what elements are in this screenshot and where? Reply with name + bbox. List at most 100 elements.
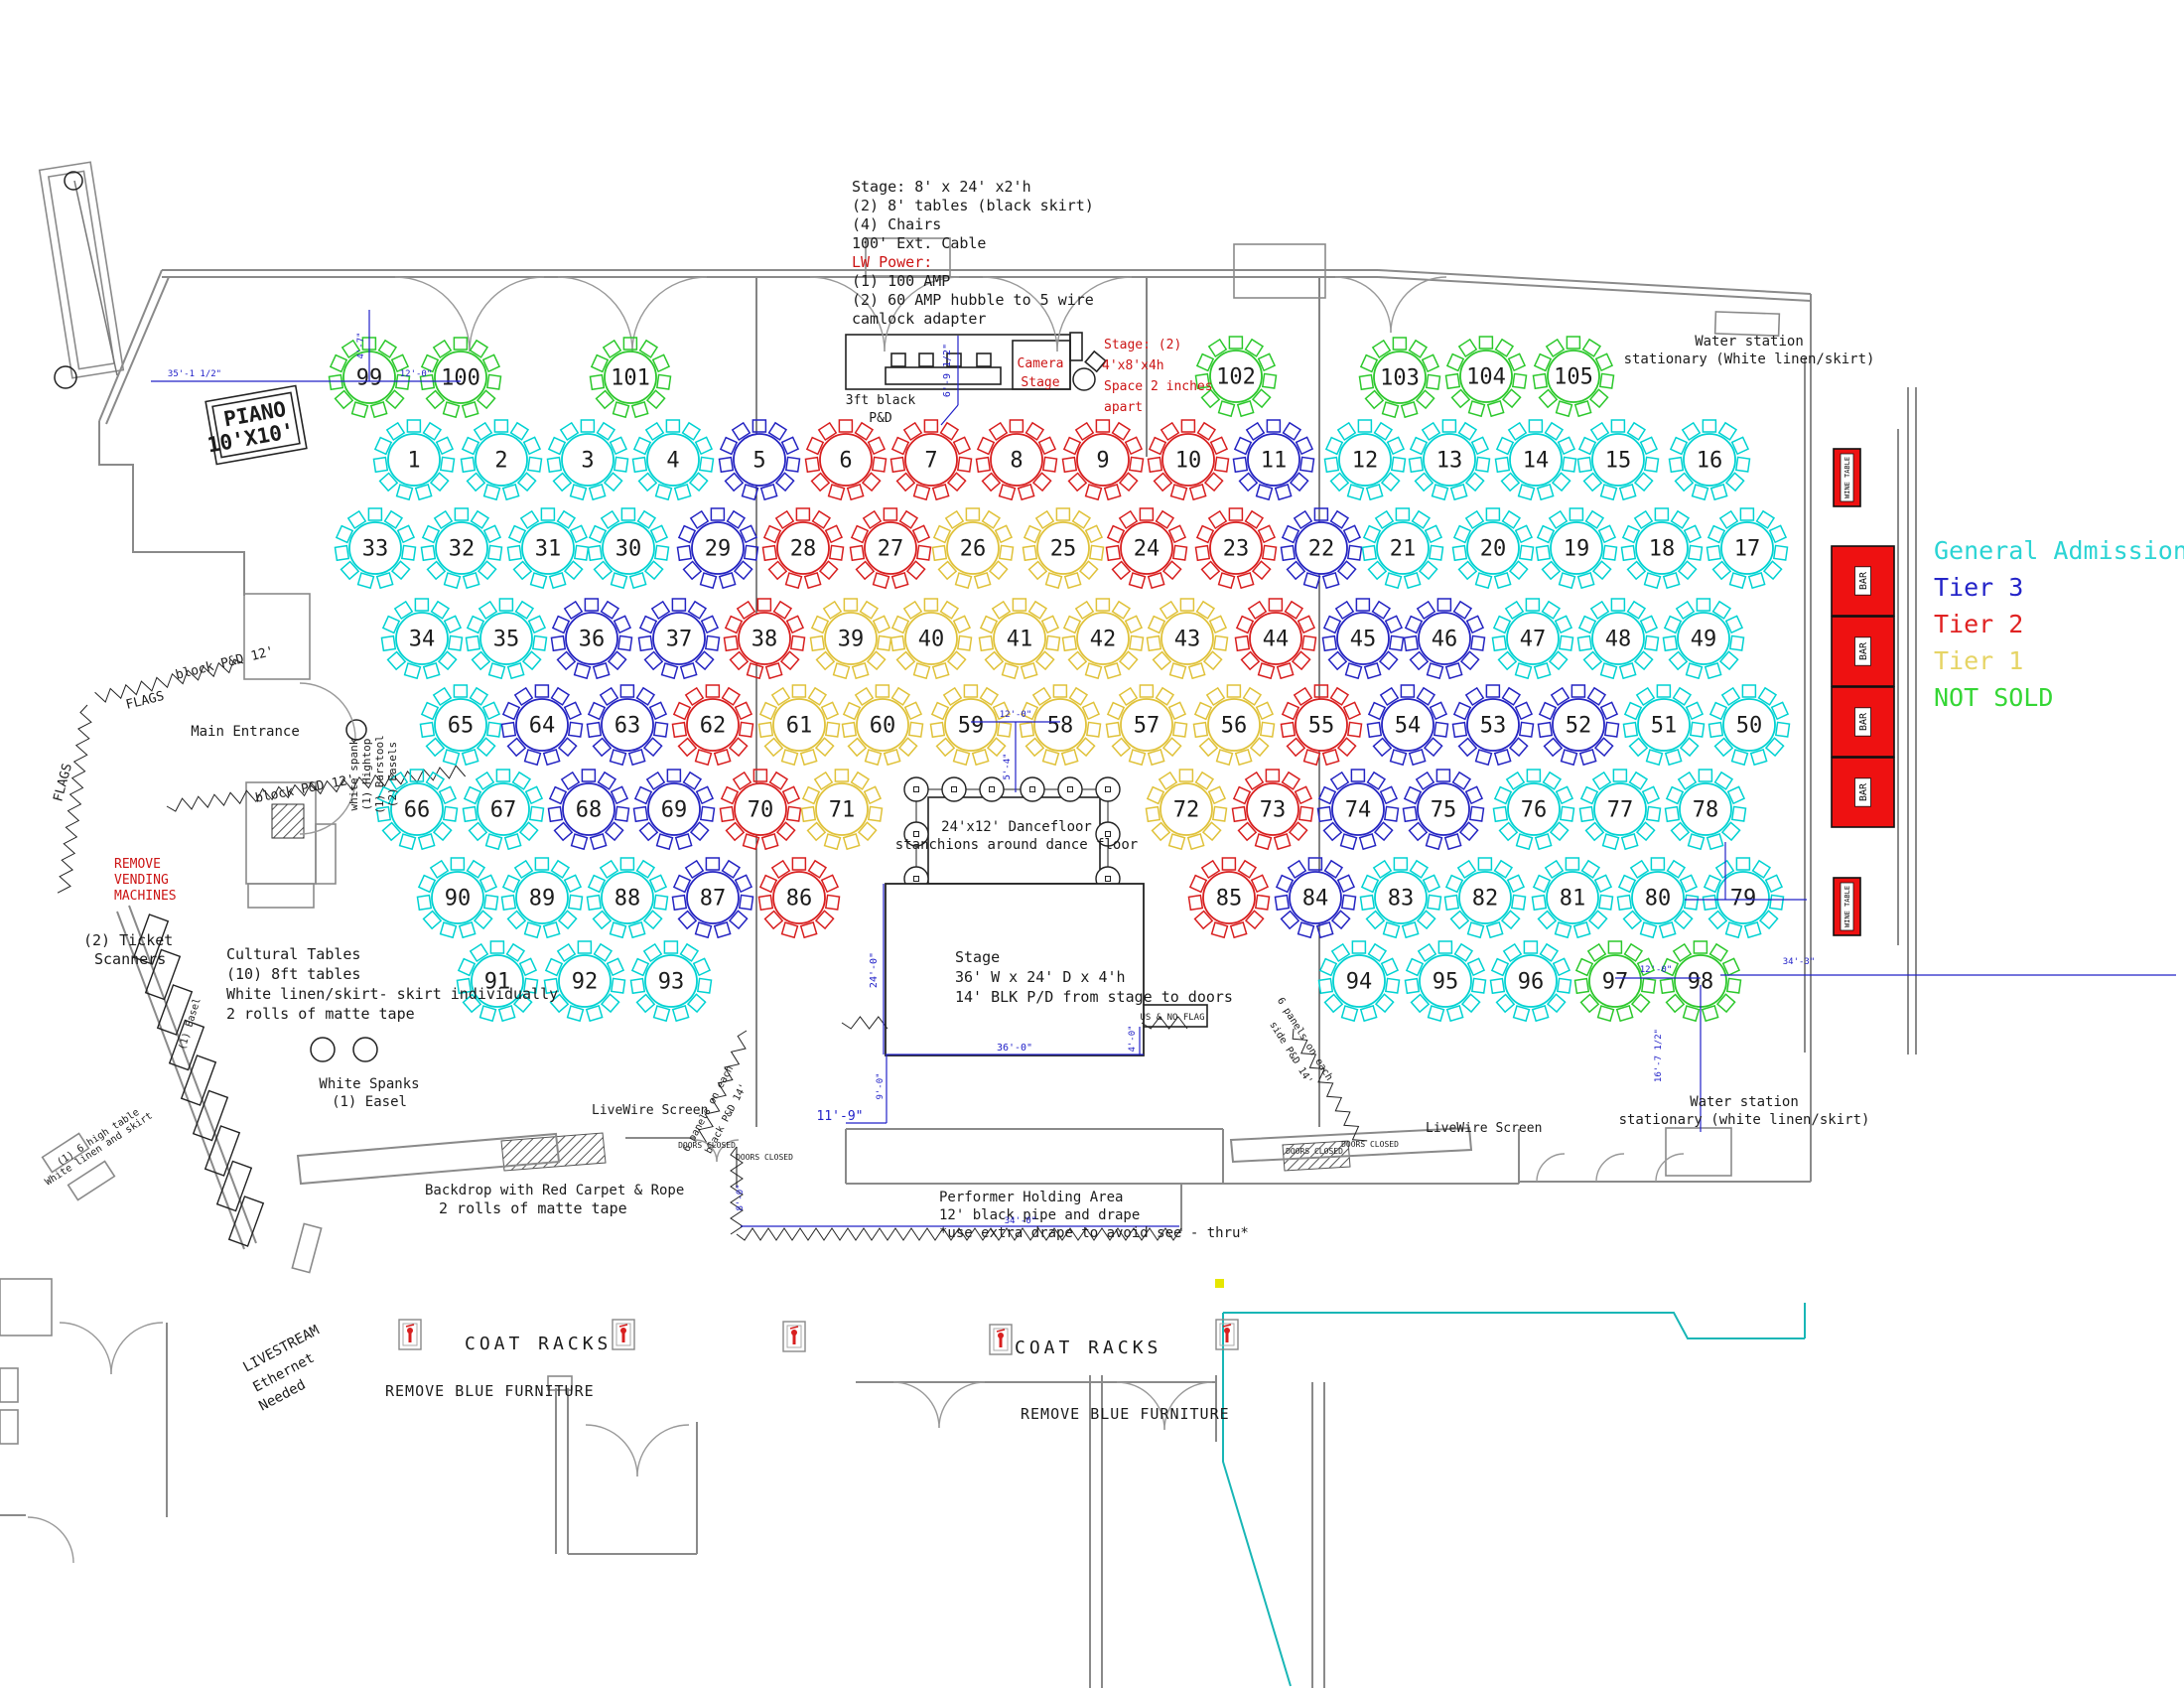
chair (1574, 957, 1594, 977)
label: Water station (1695, 334, 1804, 350)
chair (1485, 684, 1501, 698)
chair (652, 721, 669, 738)
chair (1465, 615, 1485, 634)
chair (1380, 472, 1401, 492)
chair (1704, 662, 1722, 680)
chair (498, 598, 514, 612)
chair (770, 859, 791, 880)
chair (1569, 507, 1584, 521)
table-circle (479, 612, 533, 665)
chair (1217, 400, 1236, 418)
structure-rect (0, 1367, 19, 1403)
table-circle (864, 521, 917, 575)
table-number: 104 (1466, 365, 1506, 390)
chair (1672, 942, 1693, 963)
chair (1293, 686, 1313, 707)
chair (1095, 419, 1111, 433)
table-52: 52 (1537, 684, 1620, 767)
wall (1377, 276, 1812, 302)
chair (556, 942, 577, 963)
table-90: 90 (416, 857, 499, 939)
table-33: 33 (334, 507, 417, 590)
chair (1188, 874, 1208, 894)
structure-rect (946, 352, 962, 367)
table-circle (1459, 350, 1513, 403)
chair (1211, 805, 1228, 822)
table-80: 80 (1616, 857, 1700, 939)
chair (1565, 857, 1580, 871)
chair (1654, 507, 1670, 521)
table-circle (819, 433, 873, 487)
chair (1167, 833, 1186, 851)
cultural-table (215, 1160, 253, 1212)
table-91: 91 (456, 940, 539, 1023)
chair (1591, 560, 1612, 581)
chair (1244, 509, 1265, 529)
chair (889, 634, 906, 652)
chair (1711, 600, 1732, 620)
chair (1523, 940, 1539, 954)
table-47: 47 (1491, 598, 1574, 680)
chair (1228, 507, 1244, 521)
table-56: 56 (1192, 684, 1276, 767)
table-41: 41 (978, 598, 1061, 680)
chair (1663, 615, 1683, 634)
fire-extinguisher-icon (1215, 1319, 1239, 1350)
chair (1221, 857, 1237, 871)
chair (817, 421, 838, 442)
chair (435, 436, 455, 456)
chair (373, 436, 393, 456)
chair (478, 874, 498, 894)
table-17: 17 (1706, 507, 1789, 590)
chair (1426, 662, 1444, 680)
chair (684, 859, 705, 880)
chair (1674, 472, 1695, 492)
label: (1) Barstool (373, 735, 386, 813)
chair (1067, 650, 1088, 671)
chair (563, 600, 584, 621)
chair (1403, 785, 1423, 805)
chair (1662, 634, 1679, 652)
chair (1494, 456, 1511, 474)
table-circle (477, 782, 530, 836)
table-number: 83 (1388, 887, 1415, 912)
round-fixture (54, 365, 77, 389)
chair (439, 456, 456, 473)
chair (1198, 737, 1219, 758)
chair (1554, 921, 1572, 939)
chair (674, 833, 693, 851)
chair (699, 805, 716, 822)
chair (859, 600, 880, 620)
chair (1687, 544, 1704, 561)
chair (546, 456, 563, 474)
table-circle (515, 871, 569, 924)
chair (501, 874, 521, 894)
chair (390, 560, 411, 581)
chair (681, 421, 702, 441)
chair (1570, 684, 1586, 698)
table-circle (1120, 521, 1173, 575)
chair (1599, 701, 1619, 721)
chair (1474, 749, 1493, 767)
chair (1416, 910, 1436, 930)
label: 2 rolls of matte tape (226, 1005, 415, 1023)
chair (1557, 436, 1576, 456)
chair (963, 684, 979, 698)
chair (1739, 507, 1755, 521)
chair (620, 507, 636, 521)
chair (1474, 572, 1493, 590)
chair (506, 737, 527, 758)
chair (614, 805, 630, 822)
table-circle (431, 871, 484, 924)
chair (1084, 662, 1103, 680)
chair (1677, 560, 1698, 581)
chair (481, 353, 501, 373)
chair (642, 910, 663, 930)
chair (1444, 874, 1464, 894)
cultural-table (204, 1125, 241, 1177)
table-number: 13 (1436, 449, 1463, 474)
table-circle (565, 612, 618, 665)
chair (1764, 874, 1784, 894)
bar-station: BAR (1831, 545, 1895, 617)
table-82: 82 (1443, 857, 1527, 939)
